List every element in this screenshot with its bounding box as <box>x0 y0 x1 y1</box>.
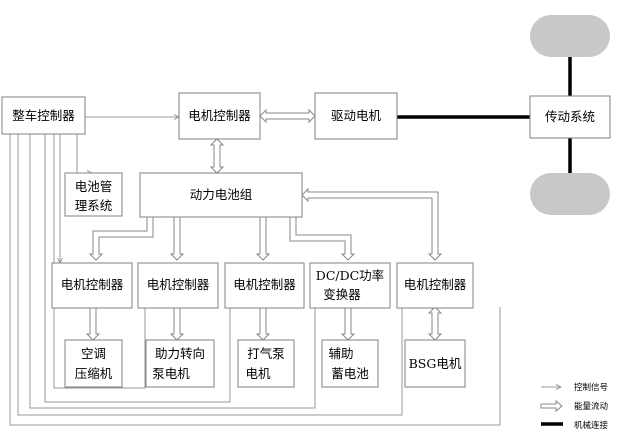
mc2-node: 电机控制器 <box>137 262 219 309</box>
mc3-label: 电机控制器 <box>233 277 296 292</box>
front-wheel <box>530 15 610 57</box>
steering-pump-label-1: 助力转向 <box>155 346 205 361</box>
bsg-motor-label: BSG电机 <box>409 356 462 371</box>
bsg-motor-node: BSG电机 <box>404 339 466 388</box>
transmission-node: 传动系统 <box>529 95 611 139</box>
legend-signal-label: 控制信号 <box>574 382 608 393</box>
mc-bsg-node: 电机控制器 <box>396 262 474 309</box>
mc-bsg-label: 电机控制器 <box>404 277 467 292</box>
drive-motor-label: 驱动电机 <box>331 108 382 123</box>
air-pump-node: 打气泵 电机 <box>237 339 295 388</box>
ac-compressor-label-2: 压缩机 <box>75 366 113 381</box>
dcdc-node: DC/DC功率 变换器 <box>309 262 391 309</box>
aux-battery-label-1: 辅助 <box>328 346 353 361</box>
air-pump-label-2: 电机 <box>245 366 271 381</box>
ac-compressor-node: 空调 压缩机 <box>64 339 123 388</box>
vcu-node: 整车控制器 <box>1 96 86 135</box>
vcu-label: 整车控制器 <box>12 108 75 123</box>
mc-top-label: 电机控制器 <box>188 108 251 123</box>
battery-pack-label: 动力电池组 <box>190 187 253 202</box>
mc-top-node: 电机控制器 <box>178 92 261 140</box>
bms-label-2: 理系统 <box>75 198 113 213</box>
legend-energy-swatch <box>540 399 563 413</box>
ac-compressor-label-1: 空调 <box>81 346 106 361</box>
mechanical-links <box>397 57 572 173</box>
bms-node: 电池管 理系统 <box>64 172 123 217</box>
mc3-node: 电机控制器 <box>224 262 305 309</box>
legend-energy-label: 能量流动 <box>574 401 609 412</box>
drive-motor-node: 驱动电机 <box>314 92 398 140</box>
mc2-label: 电机控制器 <box>147 277 210 292</box>
mc1-node: 电机控制器 <box>51 262 133 309</box>
legend: 控制信号 能量流动 机械连接 <box>540 382 609 431</box>
battery-pack-node: 动力电池组 <box>139 172 303 218</box>
air-pump-label-1: 打气泵 <box>247 346 285 361</box>
energy-flow-arrows <box>85 108 443 341</box>
mc1-label: 电机控制器 <box>61 277 124 292</box>
aux-battery-label-2: 蓄电池 <box>331 366 369 381</box>
rear-wheel <box>530 173 610 215</box>
aux-battery-node: 辅助 蓄电池 <box>321 339 379 388</box>
steering-pump-label-2: 泵电机 <box>152 366 190 381</box>
control-signal-lines <box>9 117 501 426</box>
transmission-label: 传动系统 <box>545 109 595 124</box>
bms-label-1: 电池管 <box>75 179 113 194</box>
dcdc-label-1: DC/DC功率 <box>316 268 384 283</box>
dcdc-label-2: 变换器 <box>323 287 361 302</box>
legend-mechanical-label: 机械连接 <box>574 420 609 431</box>
steering-pump-node: 助力转向 泵电机 <box>145 339 215 388</box>
